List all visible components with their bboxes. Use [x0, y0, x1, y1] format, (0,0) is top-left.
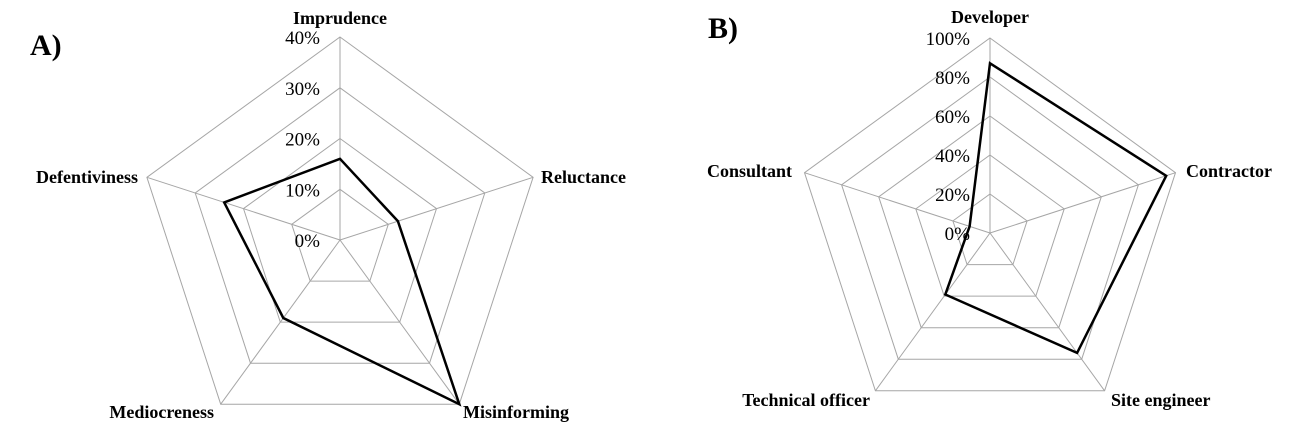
- axis-label-defentiviness: Defentiviness: [36, 167, 138, 187]
- axis-label-technical-officer: Technical officer: [742, 390, 870, 410]
- tick-label-a-1: 10%: [285, 180, 320, 201]
- grid-ring-b-5: [803, 37, 1177, 392]
- radar-panel-b: B) 0% 20% 40% 60% 80% 100% Developer Contract…: [707, 7, 1272, 410]
- radar-spokes-b: [804, 38, 1176, 392]
- series-line-b: [943, 61, 1168, 355]
- tick-label-a-0: 0%: [295, 231, 321, 252]
- axis-label-reluctance: Reluctance: [541, 167, 626, 187]
- tick-label-b-4: 80%: [935, 68, 970, 89]
- radar-grid-a: [146, 36, 534, 405]
- spoke-b-3: [874, 232, 991, 392]
- tick-label-b-1: 20%: [935, 185, 970, 206]
- radar-ticks-a: 0% 10% 20% 30% 40%: [285, 28, 320, 252]
- grid-ring-b-4: [841, 76, 1139, 360]
- axis-label-consultant: Consultant: [707, 161, 792, 181]
- spoke-a-4: [146, 176, 341, 241]
- axis-label-imprudence: Imprudence: [293, 8, 387, 28]
- radar-spokes-a: [146, 37, 534, 405]
- radar-panel-a: A) 0%10%20%30%40% Imprudence Reluctance …: [30, 8, 626, 422]
- axis-label-developer: Developer: [951, 7, 1029, 27]
- grid-ring-b-2: [915, 154, 1065, 297]
- tick-label-b-5: 100%: [926, 29, 971, 50]
- grid-ring-a-1: [291, 188, 389, 282]
- spoke-b-2: [989, 232, 1106, 392]
- grid-ring-a-2: [242, 137, 438, 323]
- spoke-a-3: [220, 239, 341, 405]
- axis-label-site-engineer: Site engineer: [1111, 390, 1210, 410]
- tick-label-a-4: 40%: [285, 28, 320, 49]
- radar-grid-b: [803, 37, 1177, 392]
- axis-label-contractor: Contractor: [1186, 161, 1272, 181]
- grid-ring-b-1: [952, 193, 1028, 266]
- tick-label-a-2: 20%: [285, 130, 320, 151]
- panel-label-a: A): [30, 29, 62, 62]
- spoke-a-1: [339, 176, 534, 241]
- axis-label-misinforming: Misinforming: [463, 402, 569, 422]
- radar-ticks-b: 0% 20% 40% 60% 80% 100%: [926, 29, 971, 245]
- grid-ring-a-3: [194, 87, 486, 364]
- radar-series-a: [222, 157, 462, 407]
- tick-label-b-2: 40%: [935, 146, 970, 167]
- tick-label-b-0: 0%: [945, 224, 971, 245]
- spoke-b-1: [989, 172, 1176, 234]
- grid-ring-b-3: [878, 115, 1102, 329]
- axis-label-mediocreness: Mediocreness: [109, 402, 214, 422]
- spoke-a-2: [339, 239, 460, 405]
- grid-ring-a-4: [146, 36, 534, 405]
- panel-label-b: B): [708, 12, 738, 45]
- radar-series-b: [943, 61, 1168, 355]
- series-line-a: [222, 157, 462, 407]
- spoke-b-4: [804, 172, 991, 234]
- tick-label-b-3: 60%: [935, 107, 970, 128]
- tick-label-a-3: 30%: [285, 79, 320, 100]
